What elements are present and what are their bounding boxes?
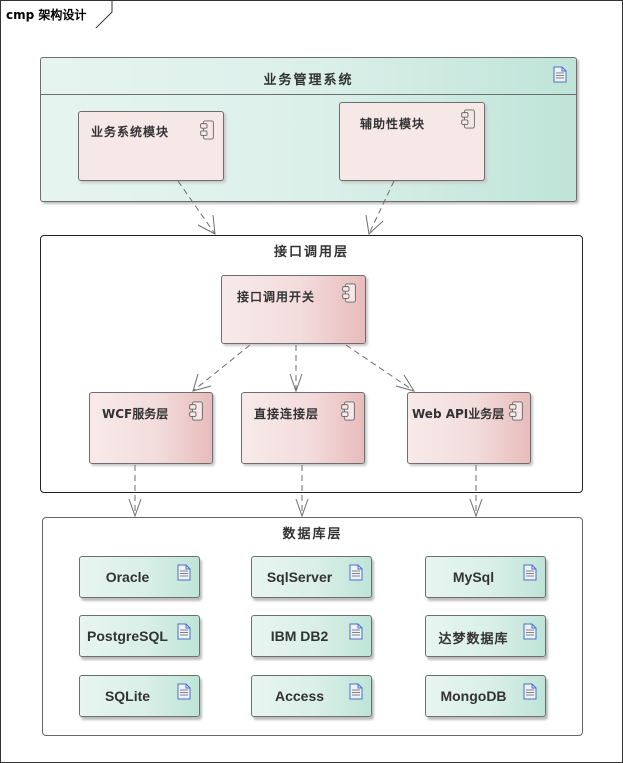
component-label: Web API业务层 [412,407,505,421]
artifact-database[interactable]: SqlServer [251,556,372,598]
frame-title-tab [95,0,113,28]
document-icon [349,564,363,581]
artifact-label: SqlServer [266,569,333,585]
component-direct-connection-layer[interactable]: 直接连接层 [241,392,365,464]
artifact-label: SQLite [104,688,151,704]
component-business-module[interactable]: 业务系统模块 [78,111,224,181]
package-title: 数据库层 [282,527,343,542]
artifact-label: Oracle [105,569,150,585]
package-title: 接口调用层 [273,245,349,260]
artifact-database[interactable]: IBM DB2 [251,615,372,657]
component-icon [341,401,355,421]
artifact-label: IBM DB2 [270,628,329,644]
document-icon [177,623,191,640]
document-icon [523,564,537,581]
component-label: WCF服务层 [102,407,169,421]
component-icon [461,109,475,129]
component-icon [509,401,523,421]
document-icon [523,683,537,700]
artifact-database[interactable]: Oracle [79,556,200,598]
document-icon [553,66,567,83]
component-wcf-service-layer[interactable]: WCF服务层 [89,392,213,464]
component-label: 业务系统模块 [91,125,170,139]
component-webapi-business-layer[interactable]: Web API业务层 [407,392,531,464]
diagram-title: cmp 架构设计 [6,8,87,22]
component-label: 辅助性模块 [360,117,426,131]
component-interface-switch[interactable]: 接口调用开关 [221,275,366,344]
document-icon [177,564,191,581]
package-divider [41,94,576,95]
component-auxiliary-module[interactable]: 辅助性模块 [339,102,485,181]
artifact-label: PostgreSQL [87,628,168,644]
document-icon [523,623,537,640]
artifact-database[interactable]: MySql [425,556,546,598]
artifact-label: MongoDB [440,688,507,704]
artifact-label: 达梦数据库 [438,632,509,647]
artifact-database[interactable]: MongoDB [425,675,546,717]
component-icon [342,283,356,303]
artifact-label: MySql [452,569,495,585]
artifact-database[interactable]: Access [251,675,372,717]
document-icon [349,623,363,640]
document-icon [177,683,191,700]
package-title: 业务管理系统 [263,73,354,88]
artifact-label: Access [274,688,325,704]
component-label: 接口调用开关 [237,290,316,304]
component-icon [189,401,203,421]
component-icon [200,120,214,140]
artifact-database[interactable]: PostgreSQL [79,615,200,657]
artifact-database[interactable]: SQLite [79,675,200,717]
document-icon [349,683,363,700]
artifact-database[interactable]: 达梦数据库 [425,615,546,657]
component-label: 直接连接层 [254,407,320,421]
